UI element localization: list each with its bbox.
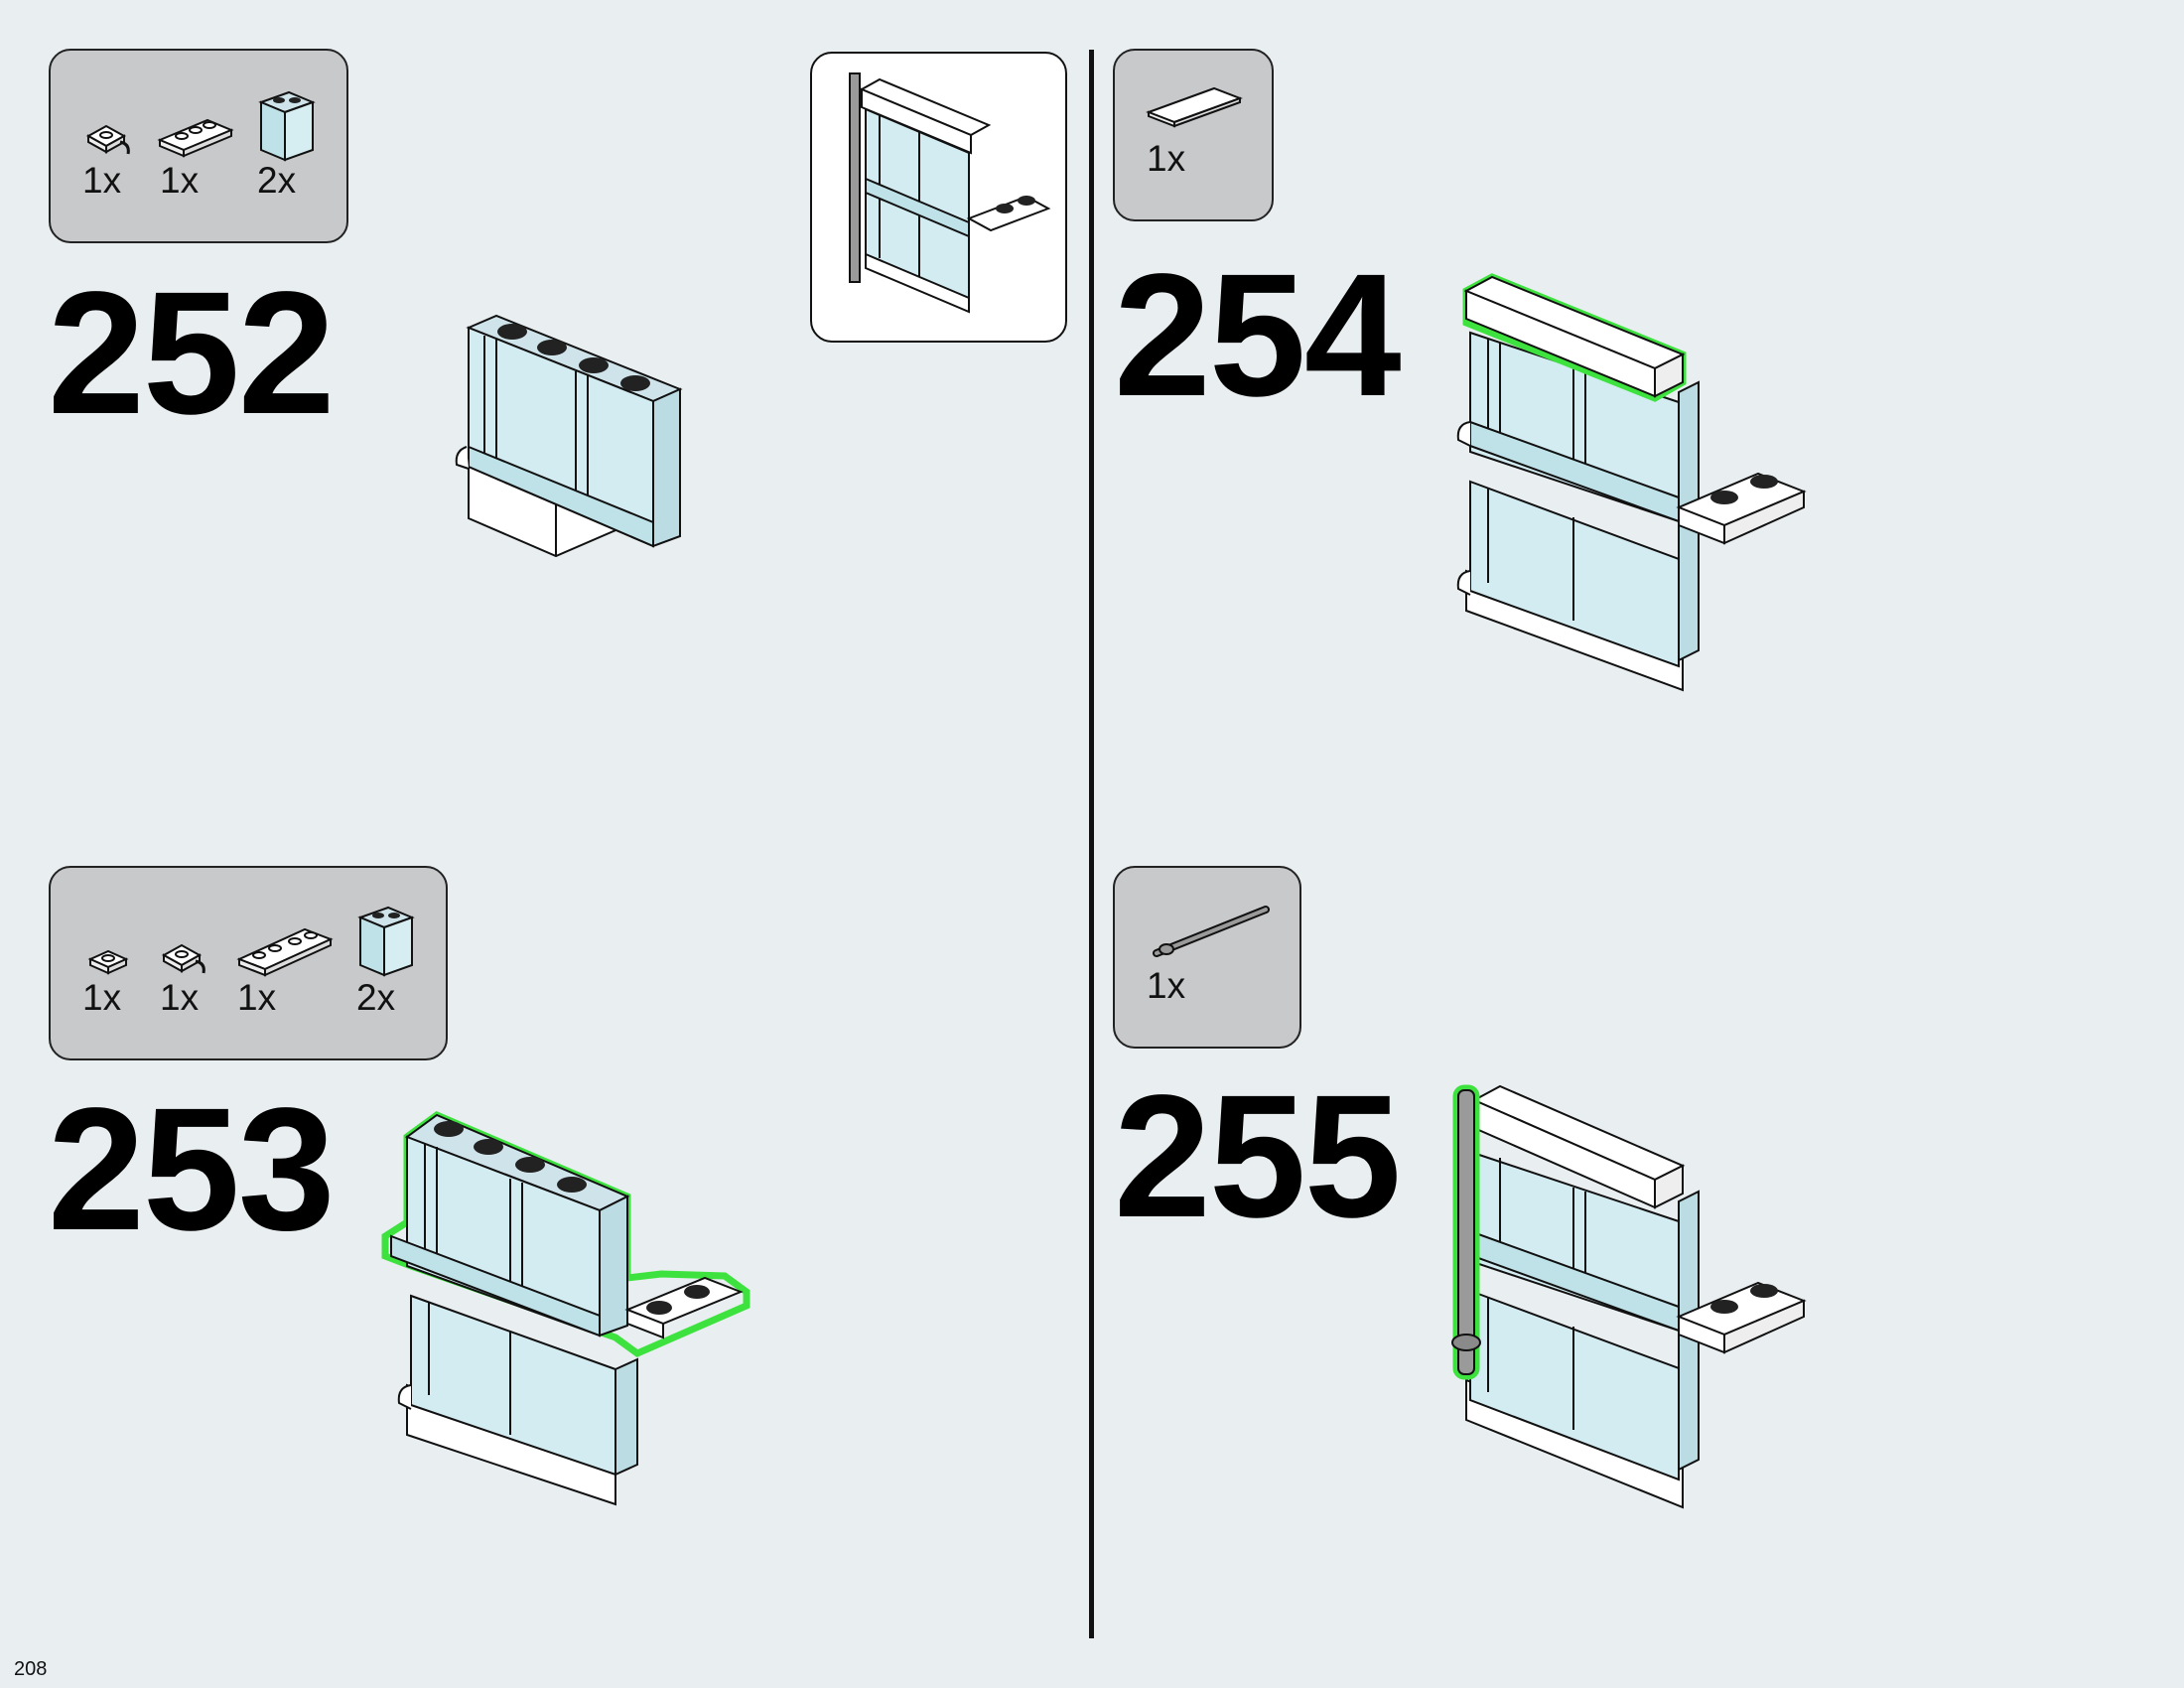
part-window-panel-icon bbox=[258, 90, 316, 162]
part-tile-1x4-icon bbox=[1146, 86, 1243, 128]
parts-list-252: 1x 1x 2x bbox=[49, 49, 348, 243]
callout-preview bbox=[810, 52, 1067, 343]
step-number-254: 254 bbox=[1114, 238, 1402, 433]
parts-list-254: 1x bbox=[1113, 49, 1274, 221]
assembly-255-illustration bbox=[1451, 1084, 1807, 1509]
part-qty: 1x bbox=[237, 977, 277, 1018]
part-plate-1x3-icon bbox=[157, 118, 234, 158]
part-hinge-plate-1x4-icon bbox=[236, 927, 334, 977]
step-number-253: 253 bbox=[48, 1072, 336, 1267]
assembly-preview-illustration bbox=[849, 72, 1051, 314]
part-qty: 2x bbox=[257, 160, 297, 201]
part-hinge-plate-icon bbox=[161, 943, 205, 974]
column-divider bbox=[1089, 50, 1094, 1638]
part-qty: 1x bbox=[1147, 965, 1186, 1006]
part-bar-icon bbox=[1153, 906, 1270, 957]
part-qty: 1x bbox=[160, 977, 200, 1018]
part-qty: 1x bbox=[82, 160, 122, 201]
part-qty: 1x bbox=[160, 160, 200, 201]
part-hinge-plate-icon bbox=[85, 124, 130, 155]
parts-list-253: 1x 1x 1x 2x bbox=[49, 866, 448, 1060]
page-number: 208 bbox=[14, 1658, 48, 1680]
assembly-252-illustration bbox=[455, 314, 683, 558]
parts-list-255: 1x bbox=[1113, 866, 1301, 1049]
step-number-252: 252 bbox=[48, 256, 336, 451]
part-qty: 1x bbox=[82, 977, 122, 1018]
assembly-254-illustration bbox=[1456, 273, 1807, 692]
part-plate-1x1-icon bbox=[87, 949, 129, 975]
assembly-253-illustration bbox=[381, 1110, 751, 1506]
part-qty: 2x bbox=[356, 977, 396, 1018]
part-qty: 1x bbox=[1147, 138, 1186, 179]
part-window-panel-icon bbox=[357, 906, 415, 977]
step-number-255: 255 bbox=[1114, 1059, 1402, 1254]
